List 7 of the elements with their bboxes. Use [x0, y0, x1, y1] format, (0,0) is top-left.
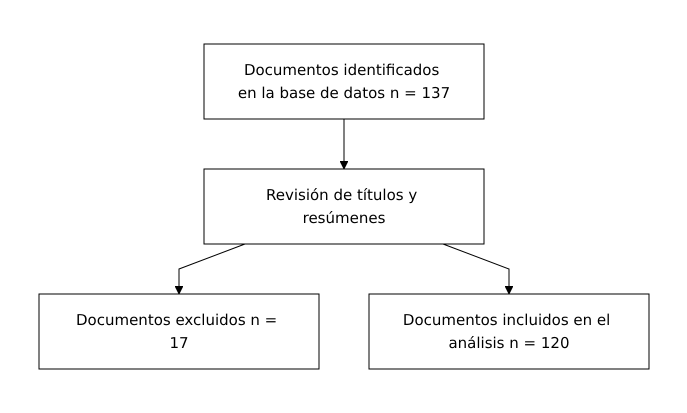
- arrow: [174, 244, 245, 294]
- node-box: Documentos incluidos en el análisis n = 120: [368, 294, 649, 370]
- node-box: Documentos identificados en la base de datos n = 137: [203, 44, 484, 120]
- node-box: Revisión de títulos y resúmenes: [203, 168, 484, 244]
- node-box: Documentos excluidos n = 17: [38, 294, 319, 370]
- arrow: [442, 244, 513, 294]
- arrow: [339, 118, 348, 170]
